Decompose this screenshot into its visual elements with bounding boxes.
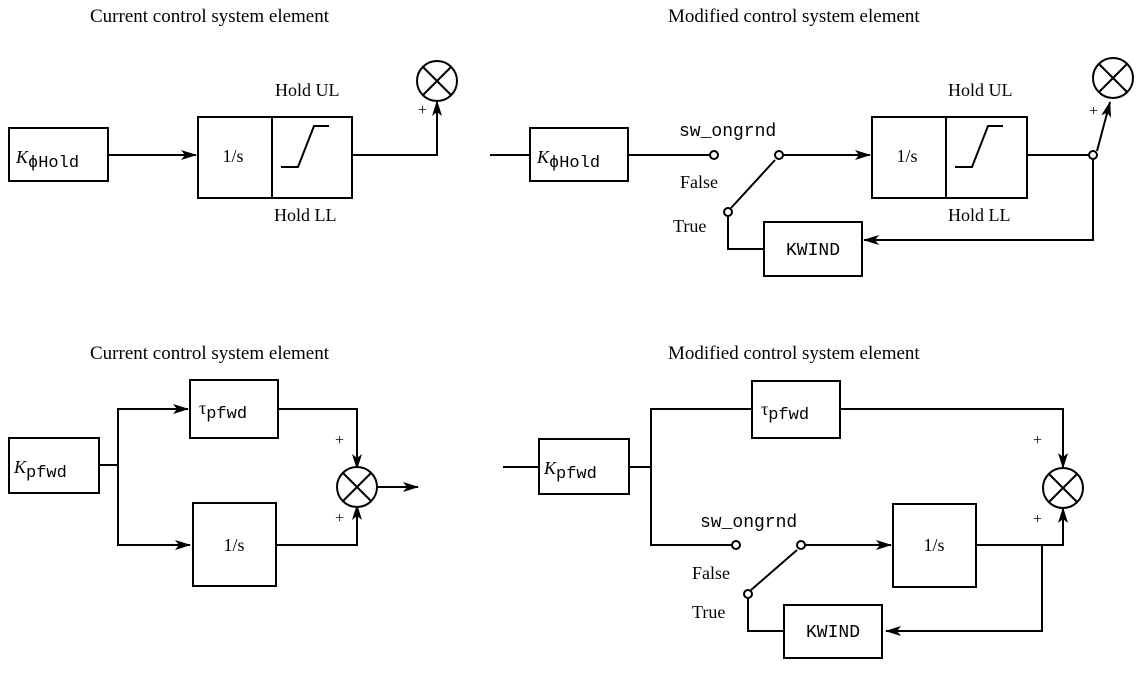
k-pfwd-block: Kpfwd (538, 438, 630, 495)
tau-pfwd-label: τpfwd (761, 399, 809, 425)
panel-title: Current control system element (90, 343, 330, 364)
integrator-block: 1/s (192, 502, 277, 587)
tau-pfwd-block: τpfwd (751, 380, 841, 439)
plus-sign: + (335, 510, 344, 527)
signal-wire (650, 408, 752, 467)
switch-arm (730, 159, 776, 209)
panel-top-right: Modified control system element KϕHold s… (490, 6, 1134, 277)
panel-title: Current control system element (90, 6, 330, 27)
signal-wire (117, 465, 191, 550)
kwind-block: KWIND (783, 604, 883, 659)
plus-sign: + (335, 432, 344, 449)
switch-arm (750, 549, 798, 591)
kwind-label: KWIND (786, 241, 840, 261)
feedback-wire (863, 159, 1094, 245)
signal-wire (1096, 101, 1111, 152)
plus-sign: + (418, 102, 427, 119)
limiter-icon (281, 125, 329, 168)
signal-wire (117, 404, 189, 465)
k-phi-hold-label: KϕHold (15, 147, 79, 173)
kwind-block: KWIND (763, 221, 863, 277)
integrator-label: 1/s (222, 146, 243, 166)
panel-bottom-right: Modified control system element Kpfwd τp… (503, 343, 1084, 659)
sw-ongrnd-label: sw_ongrnd (679, 122, 776, 142)
k-phi-hold-block: KϕHold (8, 127, 109, 182)
tau-pfwd-label: τpfwd (199, 398, 247, 424)
k-pfwd-label: Kpfwd (13, 457, 67, 483)
k-phi-hold-block: KϕHold (529, 127, 629, 182)
signal-wire (1042, 507, 1068, 546)
plus-sign: + (1089, 103, 1098, 120)
signal-wire (650, 467, 732, 546)
integrator-label: 1/s (223, 535, 244, 555)
summing-junction (1042, 467, 1084, 509)
summing-junction (1092, 57, 1134, 99)
pickoff-node (1088, 150, 1098, 160)
switch-pivot (774, 150, 784, 160)
switch-contact-true (723, 207, 733, 217)
switch-contact-true (743, 589, 753, 599)
feedback-wire (747, 598, 784, 632)
signal-wire (278, 408, 362, 470)
tau-pfwd-block: τpfwd (189, 379, 279, 439)
signal-wire (840, 408, 1068, 469)
hold-ul-label: Hold UL (948, 80, 1013, 100)
integrator-label: 1/s (896, 146, 917, 166)
switch-contact-false (709, 150, 719, 160)
sw-ongrnd-label: sw_ongrnd (700, 513, 797, 533)
summing-junction (336, 466, 378, 508)
switch-contact-false (731, 540, 741, 550)
true-label: True (673, 216, 706, 236)
hold-ul-label: Hold UL (275, 80, 340, 100)
switch-pivot (796, 540, 806, 550)
false-label: False (680, 172, 718, 192)
hold-ll-label: Hold LL (274, 205, 337, 225)
integrator-label: 1/s (923, 535, 944, 555)
plus-sign: + (1033, 511, 1042, 528)
false-label: False (692, 563, 730, 583)
true-label: True (692, 602, 725, 622)
plus-sign: + (1033, 432, 1042, 449)
feedback-wire (727, 216, 764, 250)
summing-junction (416, 60, 458, 102)
limiter-icon (955, 125, 1003, 168)
k-phi-hold-label: KϕHold (536, 147, 600, 173)
panel-title: Modified control system element (668, 343, 920, 364)
panel-top-left: Current control system element KϕHold 1/… (8, 6, 458, 225)
signal-wire (352, 100, 442, 156)
k-pfwd-block: Kpfwd (8, 437, 100, 494)
integrator-limiter-block: 1/s (871, 116, 1028, 199)
k-pfwd-label: Kpfwd (543, 458, 597, 484)
feedback-wire (885, 545, 1043, 636)
panel-bottom-left: Current control system element Kpfwd τpf… (8, 343, 419, 587)
signal-wire (276, 504, 362, 546)
integrator-limiter-block: 1/s (197, 116, 353, 199)
hold-ll-label: Hold LL (948, 205, 1011, 225)
panel-title: Modified control system element (668, 6, 920, 27)
kwind-label: KWIND (806, 623, 860, 643)
integrator-block: 1/s (892, 503, 977, 588)
